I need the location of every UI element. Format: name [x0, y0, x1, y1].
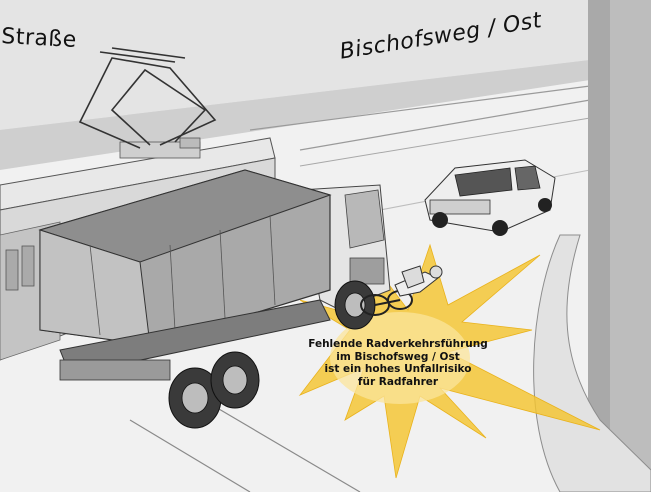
warning-line-2: im Bischofsweg / Ost [336, 350, 460, 363]
fallen-cyclist [360, 265, 443, 316]
road-line [129, 419, 251, 492]
warning-glow [330, 312, 470, 404]
car [424, 159, 556, 236]
warning-text: Fehlende Radverkehrsführung im Bischofsw… [298, 338, 498, 388]
warning-line-3: ist ein hohes Unfallrisiko [324, 363, 472, 375]
warning-line-1: Fehlende Radverkehrsführung [308, 338, 488, 350]
road-line [299, 99, 591, 151]
road-line [299, 117, 591, 167]
warning-line-4: für Radfahrer [357, 375, 439, 388]
road-line [249, 85, 591, 131]
pantograph [78, 47, 217, 149]
upper-wall [0, 0, 590, 130]
right-curb [533, 234, 651, 492]
right-building-side [588, 0, 610, 470]
street-label-left: Straße [0, 24, 78, 53]
dump-truck [38, 169, 391, 429]
